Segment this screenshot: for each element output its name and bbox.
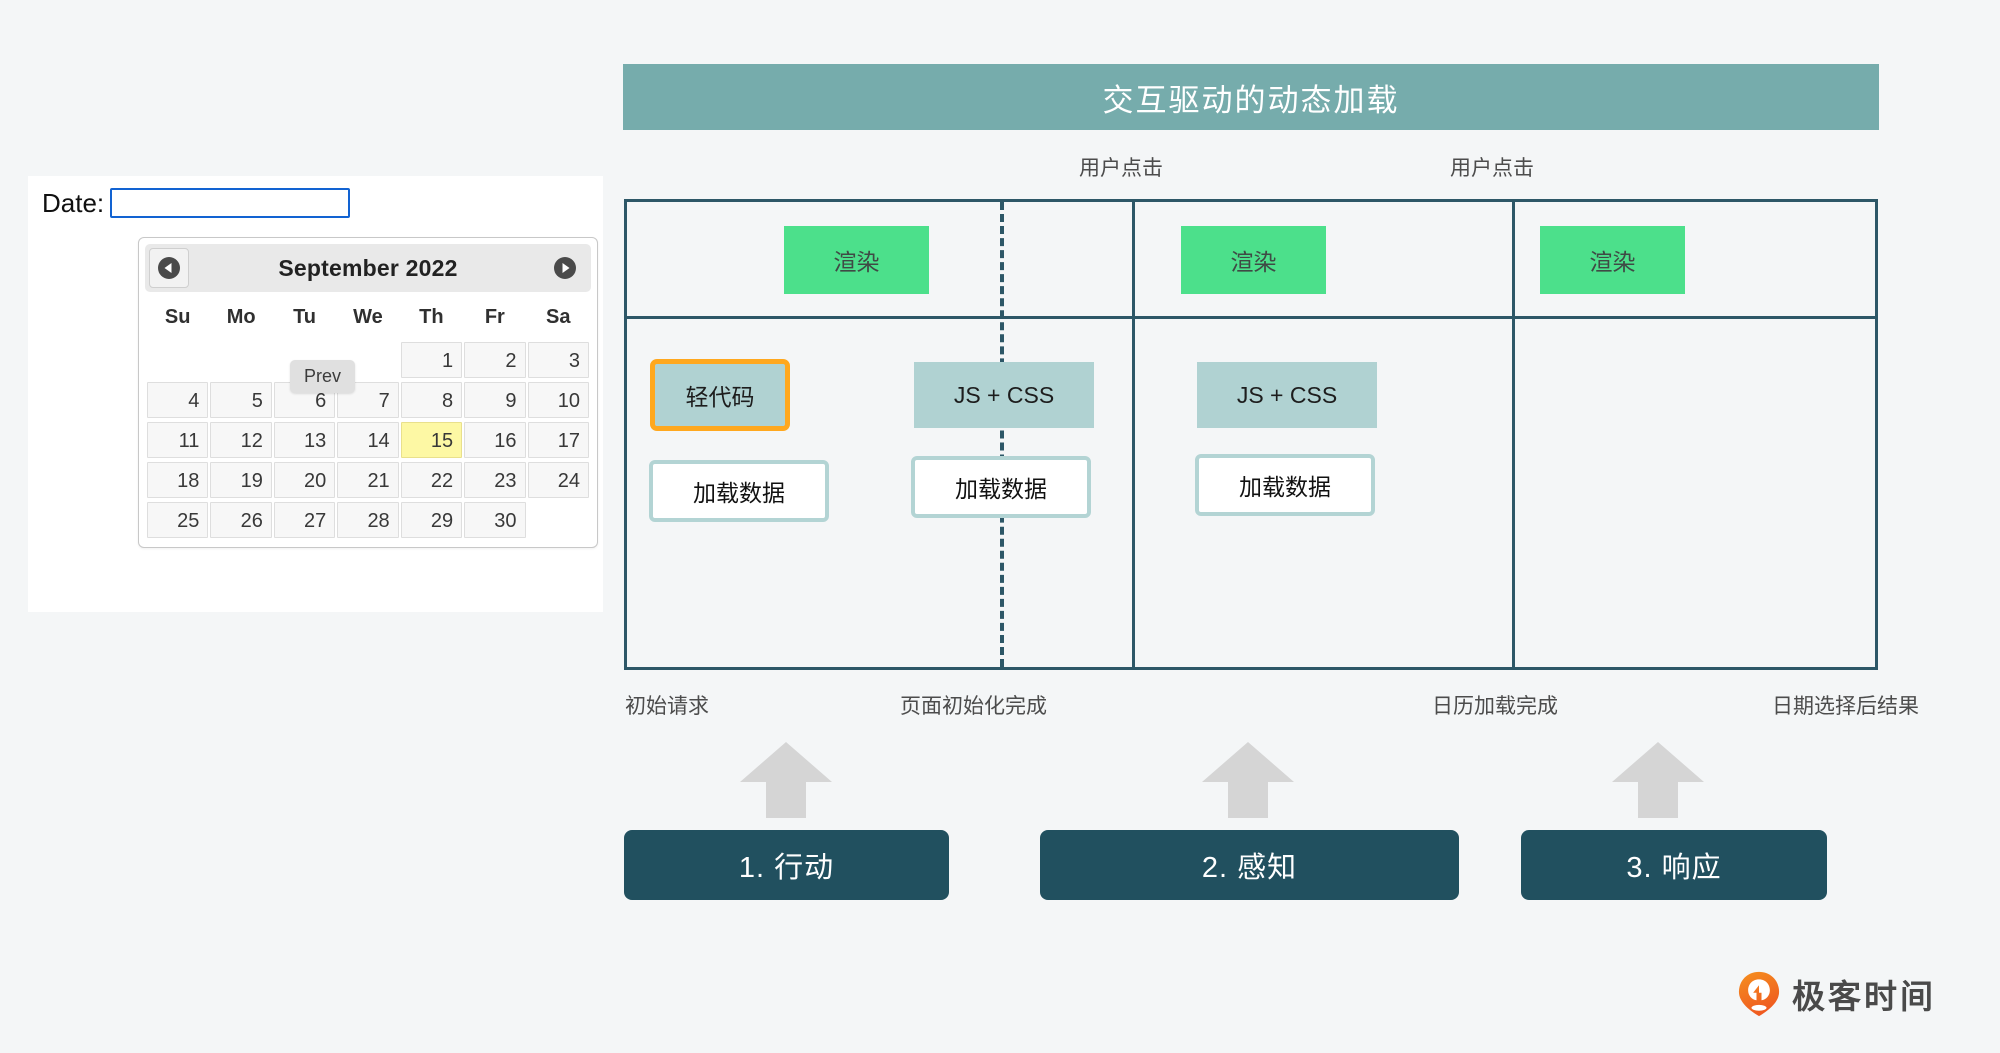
weekday-header: Su [164, 306, 191, 328]
day-cell[interactable]: 26 [210, 502, 272, 538]
calendar-week-row: 4 5 6 7 8 9 10 [147, 381, 589, 419]
day-cell[interactable]: 22 [400, 462, 463, 498]
stage-button-perception[interactable]: 2. 感知 [1040, 830, 1459, 900]
timeline-frame: 渲染 渲染 渲染 轻代码 JS + CSS JS + CSS 加载数据 加载数据… [624, 199, 1878, 670]
calendar-month-title: September 2022 [278, 254, 458, 281]
render-box-1: 渲染 [784, 226, 929, 294]
js-css-box-2: JS + CSS [914, 362, 1094, 428]
calendar-grid: Su Mo Tu We Th Fr Sa 1 [145, 296, 591, 541]
stage-label-initial-request: 初始请求 [625, 695, 709, 718]
load-data-box-3: 加载数据 [1195, 454, 1375, 516]
weekday-header: Sa [546, 306, 571, 328]
day-cell[interactable]: 30 [464, 502, 526, 538]
stage-button-response[interactable]: 3. 响应 [1521, 830, 1827, 900]
calendar-prev-button[interactable] [149, 248, 189, 288]
calendar-next-button[interactable] [545, 248, 585, 288]
stage-button-label: 1. 行动 [738, 852, 835, 884]
date-input[interactable] [110, 188, 351, 218]
frame-divider-2 [1512, 202, 1515, 667]
day-cell[interactable]: 21 [337, 462, 399, 498]
calendar-week-row: 25 26 27 28 29 30 [147, 501, 589, 539]
prev-tooltip: Prev [290, 360, 356, 393]
day-cell-empty [528, 502, 589, 538]
day-cell[interactable]: 23 [464, 462, 526, 498]
arrow-up-icon [1200, 740, 1296, 820]
calendar-week-row: 11 12 13 14 15 16 17 [147, 421, 589, 459]
chevron-left-circle-icon [158, 257, 180, 279]
day-cell[interactable]: 19 [210, 462, 272, 498]
load-data-box-1: 加载数据 [649, 460, 829, 522]
day-cell[interactable]: 8 [400, 382, 463, 418]
stage-label-calendar-loaded: 日历加载完成 [1432, 695, 1558, 718]
date-field-label: Date: [42, 188, 105, 218]
day-cell[interactable]: 1 [400, 342, 463, 378]
stage-button-label: 2. 感知 [1201, 852, 1298, 884]
day-cell[interactable]: 20 [273, 462, 336, 498]
arrow-up-icon [1610, 740, 1706, 820]
render-box-2: 渲染 [1181, 226, 1326, 294]
day-cell[interactable]: 29 [400, 502, 463, 538]
day-cell[interactable]: 25 [147, 502, 209, 538]
day-cell[interactable]: 17 [527, 422, 589, 458]
day-cell[interactable]: 28 [337, 502, 399, 538]
stage-button-action[interactable]: 1. 行动 [624, 830, 949, 900]
stage-label-date-selected-result: 日期选择后结果 [1772, 695, 1919, 718]
day-cell-empty [147, 342, 208, 378]
calendar-weekday-row: Su Mo Tu We Th Fr Sa [147, 298, 589, 339]
calendar-week-row: 18 19 20 21 22 23 24 [147, 461, 589, 499]
day-cell[interactable]: 5 [210, 382, 272, 418]
brand-logo: 极客时间 [1736, 970, 1936, 1018]
weekday-header: Tu [293, 306, 317, 328]
day-cell[interactable]: 3 [527, 342, 589, 378]
user-click-label-2: 用户点击 [1450, 157, 1534, 180]
diagram-title-bar: 交互驱动的动态加载 [623, 64, 1879, 130]
weekday-header: Mo [226, 306, 256, 328]
weekday-header: Fr [484, 306, 505, 328]
day-cell[interactable]: 11 [147, 422, 209, 458]
day-cell[interactable]: 14 [337, 422, 399, 458]
calendar-week-row: 1 2 3 [147, 341, 589, 379]
calendar-popup: September 2022 Su Mo Tu We Th Fr Sa [138, 237, 598, 548]
js-css-box-3: JS + CSS [1197, 362, 1377, 428]
stage-button-label: 3. 响应 [1626, 852, 1722, 884]
geektime-pin-logo-icon [1738, 971, 1780, 1017]
day-cell[interactable]: 10 [527, 382, 589, 418]
day-cell[interactable]: 18 [147, 462, 209, 498]
frame-divider-1 [1132, 202, 1135, 667]
day-cell-empty [210, 342, 271, 378]
calendar-header: September 2022 [145, 244, 591, 292]
day-cell[interactable]: 27 [273, 502, 336, 538]
frame-horizontal-divider [627, 316, 1875, 319]
diagram-title-text: 交互驱动的动态加载 [1102, 82, 1400, 118]
day-cell-today[interactable]: 15 [400, 422, 463, 458]
chevron-right-circle-icon [554, 257, 576, 279]
frame-dashed-divider [1000, 202, 1004, 667]
weekday-header: Th [419, 306, 444, 328]
day-cell[interactable]: 12 [210, 422, 272, 458]
load-data-box-2: 加载数据 [911, 456, 1091, 518]
render-box-3: 渲染 [1540, 226, 1685, 294]
day-cell[interactable]: 24 [527, 462, 589, 498]
brand-name: 极客时间 [1792, 978, 1936, 1015]
day-cell[interactable]: 2 [464, 342, 526, 378]
day-cell[interactable]: 4 [147, 382, 209, 418]
stage-label-page-init-done: 页面初始化完成 [900, 695, 1047, 718]
user-click-label-1: 用户点击 [1079, 157, 1163, 180]
day-cell[interactable]: 9 [464, 382, 526, 418]
date-field-row: Date: [42, 186, 351, 220]
weekday-header: We [353, 306, 383, 328]
arrow-up-icon [738, 740, 834, 820]
day-cell[interactable]: 13 [273, 422, 336, 458]
light-code-box: 轻代码 [650, 359, 790, 431]
day-cell[interactable]: 16 [464, 422, 526, 458]
calendar-body: 1 2 3 4 5 6 7 8 9 10 11 [147, 341, 589, 539]
datepicker-demo-card: Date: September 2022 Su Mo Tu [28, 176, 603, 612]
